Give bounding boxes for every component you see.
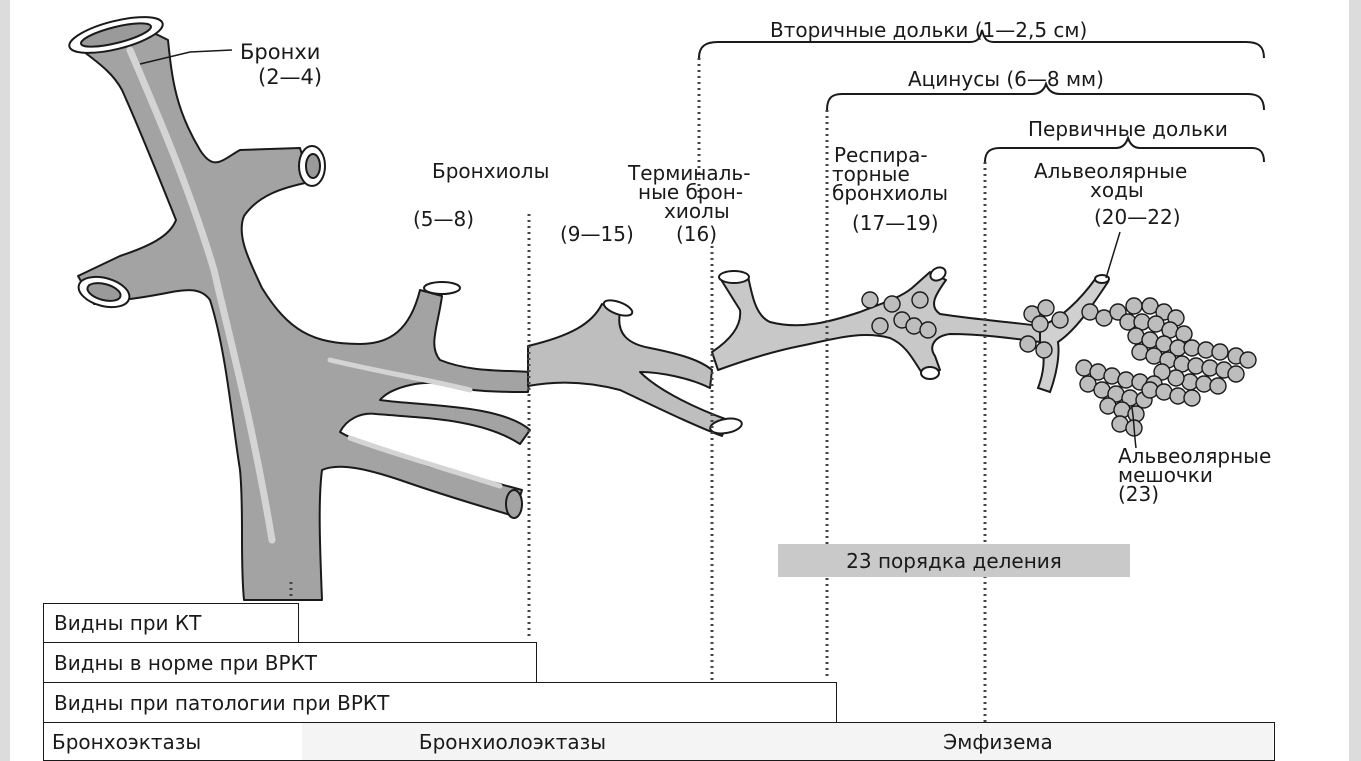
alveolus (912, 292, 928, 308)
bronchi-range: (2—4) (258, 65, 322, 89)
diagram-canvas: Бронхи (2—4) Бронхиолы (5—8) Терминаль- … (10, 0, 1349, 761)
bronchi-label: Бронхи (240, 40, 320, 64)
acini-label: Ацинусы (6—8 мм) (908, 67, 1104, 91)
division-orders-tag: 23 порядка деления (778, 544, 1130, 577)
bar-visible-hrct-pathology: Видны при патологии при ВРКТ (43, 682, 837, 723)
primary-lobules-label: Первичные дольки (1028, 117, 1228, 141)
alveolus (920, 322, 936, 338)
bar-visible-hrct-normal: Видны в норме при ВРКТ (43, 642, 537, 683)
alveolus (1020, 336, 1036, 352)
bronchioles-label: Бронхиолы (432, 159, 549, 183)
braces (699, 30, 1264, 162)
alveolus (872, 318, 888, 334)
bronchioles-range: (5—8) (413, 207, 474, 231)
alveolus (1126, 298, 1142, 314)
alveolus (862, 292, 878, 308)
terminal-range-b: (16) (676, 222, 717, 246)
bar-emphysema: Эмфизема (723, 723, 1273, 760)
alveolus (1038, 300, 1054, 316)
sacs-range: (23) (1118, 482, 1159, 506)
ducts-range: (20—22) (1094, 205, 1181, 229)
bar-visible-ct: Видны при КТ (43, 603, 299, 643)
alveolus (1210, 378, 1226, 394)
alveolus (1036, 342, 1052, 358)
terminal-range-a: (9—15) (560, 222, 634, 246)
respiratory-label-3: бронхиолы (832, 181, 948, 205)
bronchi-tree (66, 10, 530, 600)
alveolus (1228, 366, 1244, 382)
alveolus (884, 296, 900, 312)
respiratory-range: (17—19) (852, 211, 939, 235)
ducts-label-2: ходы (1090, 178, 1144, 202)
alveolus (1184, 390, 1200, 406)
alveolus (1240, 352, 1256, 368)
labels: Бронхи (2—4) Бронхиолы (5—8) Терминаль- … (240, 18, 1271, 506)
disease-bar: Бронхоэктазы Бронхиолоэктазы Эмфизема (43, 722, 1275, 761)
bar-bronchiectasis: Бронхоэктазы (44, 723, 302, 760)
alveolus (1052, 312, 1068, 328)
alveolus (1212, 344, 1228, 360)
bar-bronchiolectasis: Бронхиолоэктазы (302, 723, 723, 760)
alveolus (1032, 316, 1048, 332)
terminal-label-3: хиолы (664, 199, 730, 223)
secondary-lobules-label: Вторичные дольки (1—2,5 см) (770, 18, 1087, 42)
